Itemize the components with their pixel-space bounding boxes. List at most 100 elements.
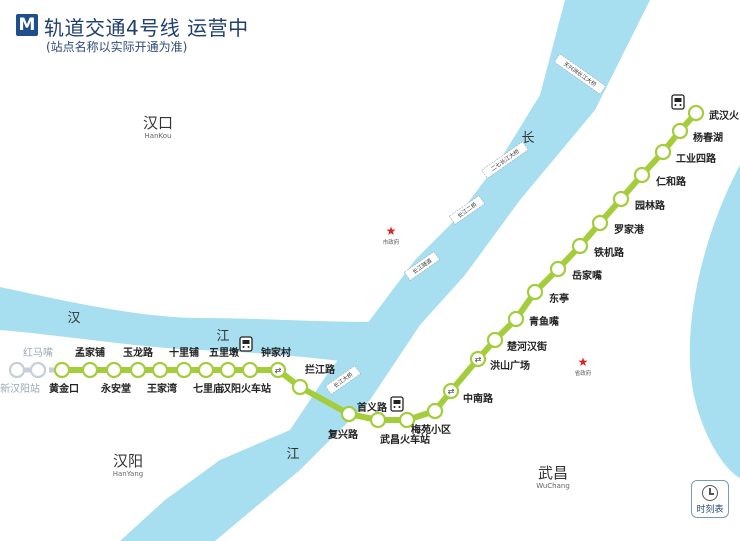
station-6[interactable]: 七里庙 [193, 361, 223, 395]
station-label: 工业四路 [676, 152, 717, 165]
yangtze-label-2: 江 [286, 447, 299, 462]
station-marker [442, 382, 460, 400]
yangtze-label-1: 长 [521, 131, 534, 146]
station-16[interactable]: ⇄洪山广场 [469, 350, 530, 372]
station-label: 园林路 [635, 199, 666, 212]
station-24[interactable]: 仁和路 [633, 166, 687, 188]
station-19[interactable]: 东亭 [526, 283, 569, 305]
station-marker [29, 361, 47, 379]
page-title: 轨道交通4号线 运营中 [44, 16, 249, 40]
station-label: 青鱼嘴 [529, 315, 559, 328]
station-label: 东亭 [549, 292, 569, 305]
bridge-second: 长江二桥 [448, 195, 486, 225]
station-marker [571, 237, 589, 255]
station-marker [612, 190, 630, 208]
station-marker [269, 361, 287, 379]
station-13[interactable]: 武昌火车站 [380, 411, 430, 446]
station-23[interactable]: 园林路 [612, 190, 666, 212]
station-8[interactable]: 汉阳火车站 [221, 361, 271, 395]
station-label: 洪山广场 [490, 359, 530, 372]
station-label: 仁和路 [656, 175, 687, 188]
east-lake [689, 165, 740, 478]
district-hankou-en: HanKou [145, 132, 172, 140]
station-14[interactable]: 梅苑小区 [411, 402, 451, 436]
station-label: 永安堂 [100, 382, 131, 395]
district-hanyang: 汉阳 [113, 452, 143, 470]
station-label: 新汉阳站 [0, 382, 40, 395]
yangtze-river [120, 0, 650, 541]
future-station-0: 红马嘴 [23, 346, 53, 379]
station-label: 汉阳火车站 [221, 382, 271, 395]
station-marker [175, 361, 193, 379]
station-15[interactable]: ⇄ 中南路 [442, 382, 494, 405]
station-marker [507, 310, 525, 328]
province-govt-landmark: ★ 省政府 [575, 355, 592, 377]
station-marker [219, 361, 237, 379]
timetable-label: 时刻表 [696, 505, 724, 515]
train-icon [671, 94, 685, 110]
station-22[interactable]: 罗家港 [591, 214, 645, 236]
station-27[interactable]: 武汉火 [687, 104, 740, 122]
transfer-icon: ⇄ [275, 366, 282, 375]
station-label: 拦江路 [305, 363, 336, 376]
station-marker [426, 402, 444, 420]
station-marker [687, 104, 705, 122]
station-12[interactable]: 首义路 [357, 401, 388, 429]
station-marker [8, 361, 26, 379]
station-10[interactable]: 拦江路 [291, 363, 336, 396]
line-4-track [59, 110, 699, 423]
station-3[interactable]: 玉龙路 [123, 346, 154, 379]
station-label: 武昌火车站 [380, 433, 430, 446]
transfer-icon: ⇄ [448, 387, 455, 396]
station-marker [197, 361, 215, 379]
station-label: 楚河汉街 [506, 340, 547, 353]
station-marker [654, 143, 672, 161]
station-4[interactable]: 王家湾 [147, 361, 177, 395]
station-21[interactable]: 铁机路 [571, 237, 625, 259]
station-marker [526, 283, 544, 301]
station-marker [549, 260, 567, 278]
station-label: 红马嘴 [23, 346, 53, 359]
station-label: 杨春湖 [693, 131, 723, 144]
station-label: 罗家港 [614, 223, 645, 236]
station-marker [129, 361, 147, 379]
district-hankou: 汉口 [143, 114, 173, 132]
han-river-label-2: 江 [216, 329, 229, 344]
svg-text:市政府: 市政府 [383, 238, 400, 246]
svg-text:省政府: 省政府 [575, 369, 592, 377]
station-label: 孟家铺 [75, 346, 105, 359]
station-2[interactable]: 永安堂 [100, 361, 131, 395]
star-icon: ★ [386, 224, 397, 238]
station-marker [53, 361, 71, 379]
station-label: 中南路 [463, 392, 494, 405]
station-1[interactable]: 孟家铺 [75, 346, 105, 379]
station-18[interactable]: 青鱼嘴 [507, 310, 559, 328]
future-station-1: 新汉阳站 [0, 361, 40, 395]
station-marker [591, 214, 609, 232]
station-marker [291, 378, 309, 396]
station-marker [369, 411, 387, 429]
station-marker [340, 405, 358, 423]
station-17[interactable]: 楚河汉街 [486, 331, 547, 353]
station-marker [671, 122, 689, 140]
station-label: 复兴路 [327, 428, 359, 441]
metro-logo-icon: M [16, 14, 38, 36]
station-label: 黄金口 [49, 382, 79, 395]
station-5[interactable]: 十里铺 [169, 346, 199, 379]
station-25[interactable]: 工业四路 [654, 143, 717, 165]
station-label: 十里铺 [169, 346, 199, 359]
timetable-button[interactable]: 时刻表 [691, 480, 729, 518]
station-marker [486, 331, 504, 349]
station-20[interactable]: 岳家嘴 [549, 260, 602, 282]
station-9[interactable]: ⇄钟家村 [261, 346, 291, 379]
station-11[interactable]: 复兴路 [327, 405, 359, 441]
station-label: 武汉火 [709, 109, 740, 122]
station-label: 王家湾 [147, 382, 177, 395]
page-subtitle: (站点名称以实际开通为准) [46, 40, 188, 54]
station-0[interactable]: 黄金口 [49, 361, 79, 395]
station-26[interactable]: 杨春湖 [671, 122, 723, 144]
station-label: 梅苑小区 [411, 423, 451, 436]
clock-icon [702, 485, 718, 501]
station-7[interactable]: 五里墩 [209, 346, 240, 379]
station-marker [469, 350, 487, 368]
